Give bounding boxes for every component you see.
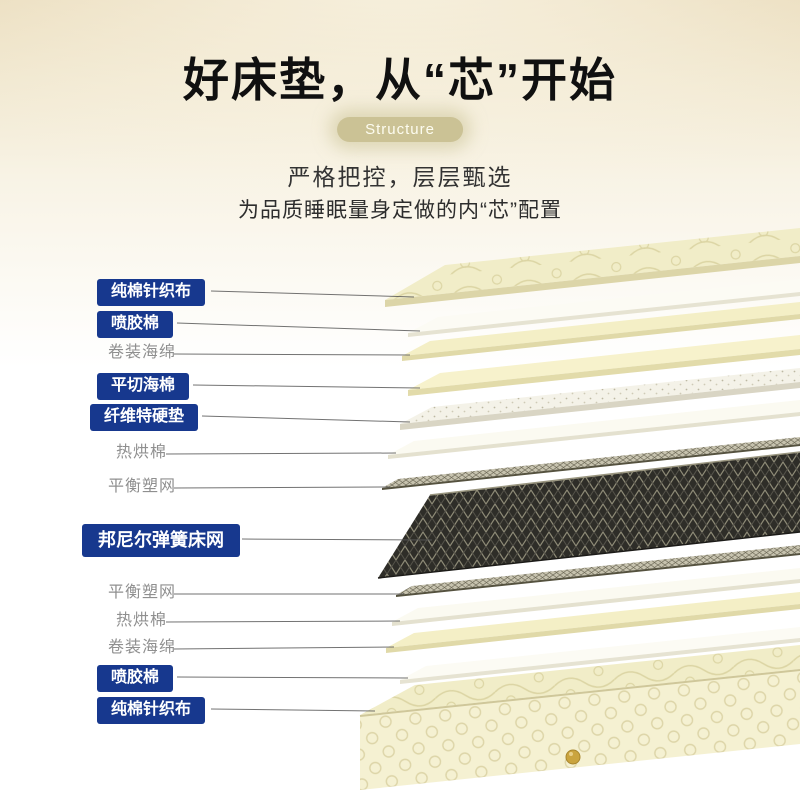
layer-balance-net-bottom [396,545,800,597]
structure-badge: Structure [337,117,463,142]
leader-line [201,415,411,423]
leader-line [165,620,401,623]
layer-heat-dried-cotton-bottom [392,568,800,626]
layer-rolled-foam-top [402,302,800,361]
leader-line [241,538,433,541]
layer-flat-cut-foam [408,335,800,396]
layer-top-quilted-fabric [385,228,800,307]
leader-line [173,646,395,650]
leader-line [165,452,397,455]
layer-balance-net-top [382,437,800,490]
leader-line [176,676,409,679]
leader-line [173,486,391,489]
layer-bonnell-spring-net [377,451,800,579]
layer-bottom-quilted-mattress [359,645,800,790]
leader-line [173,353,411,356]
subtitle-line1: 严格把控，层层甄选 [287,164,513,190]
page-title: 好床垫，从“芯”开始 [183,54,617,106]
leader-line [176,322,421,332]
leader-line [210,290,415,298]
layer-spray-bonded-cotton-top [408,279,800,337]
gold-button [565,749,581,765]
subtitle-line2: 为品质睡眠量身定做的内“芯”配置 [238,199,562,222]
leader-line [210,708,376,712]
leader-line [192,384,421,389]
layer-spray-bonded-cotton-bottom [400,627,800,684]
layer-heat-dried-cotton-top [388,400,800,459]
layer-rolled-foam-bottom [386,592,800,653]
layer-fiber-hard-pad [400,368,800,430]
leader-lines [165,290,433,712]
